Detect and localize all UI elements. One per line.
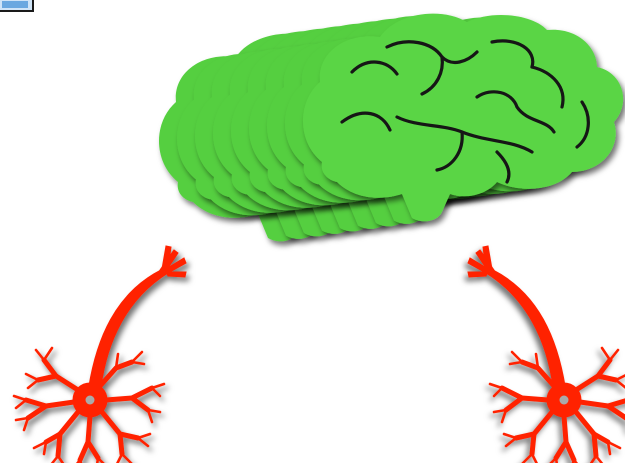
brain-stack — [159, 14, 623, 242]
neuron-left — [14, 246, 186, 463]
neuron-right — [468, 246, 625, 463]
brain-front — [303, 14, 623, 222]
